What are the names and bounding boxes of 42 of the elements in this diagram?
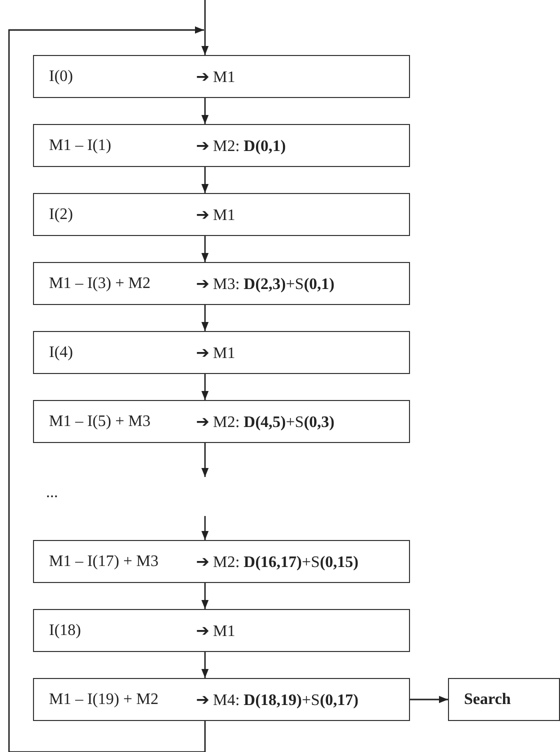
arrow — [201, 443, 209, 477]
result-expression: ➔ M1 — [196, 68, 236, 86]
step-box — [33, 262, 410, 305]
arrow — [201, 516, 209, 540]
result-expression: ➔ M4: D(18,19)+S(0,17) — [196, 690, 358, 710]
result-expression: ➔ M3: D(2,3)+S(0,1) — [196, 274, 334, 294]
result-expression: ➔ M1 — [196, 344, 236, 362]
input-expression: M1 – I(5) + M3 — [49, 412, 152, 430]
step-box — [33, 55, 410, 98]
arrow — [201, 652, 209, 678]
loop-arrow — [8, 26, 206, 752]
result-expression: ➔ M1 — [196, 622, 236, 640]
input-expression: I(2) — [49, 206, 74, 224]
search-box — [448, 678, 560, 721]
step-box — [33, 609, 410, 652]
step-box — [33, 400, 410, 443]
input-expression: M1 – I(17) + M3 — [49, 552, 160, 570]
arrow — [201, 583, 209, 609]
box-label: Search — [464, 690, 511, 708]
arrow — [410, 696, 448, 704]
step-box — [33, 678, 410, 721]
arrow — [201, 98, 209, 124]
arrow — [201, 305, 209, 331]
input-expression: M1 – I(19) + M2 — [49, 690, 160, 708]
step-box — [33, 124, 410, 167]
result-expression: ➔ M2: D(0,1) — [196, 136, 286, 156]
result-expression: ➔ M2: D(4,5)+S(0,3) — [196, 412, 334, 432]
arrow — [201, 236, 209, 262]
step-box — [33, 193, 410, 236]
input-expression: I(4) — [49, 344, 74, 362]
input-expression: I(0) — [49, 68, 74, 86]
step-box — [33, 540, 410, 583]
step-box — [33, 331, 410, 374]
result-expression: ➔ M2: D(16,17)+S(0,15) — [196, 552, 358, 572]
result-expression: ➔ M1 — [196, 206, 236, 224]
arrow — [201, 374, 209, 400]
input-expression: I(18) — [49, 622, 82, 640]
ellipsis-text: ... — [46, 484, 58, 502]
arrow — [201, 0, 209, 55]
input-expression: M1 – I(1) — [49, 136, 112, 154]
input-expression: M1 – I(3) + M2 — [49, 274, 152, 292]
arrow — [201, 167, 209, 193]
